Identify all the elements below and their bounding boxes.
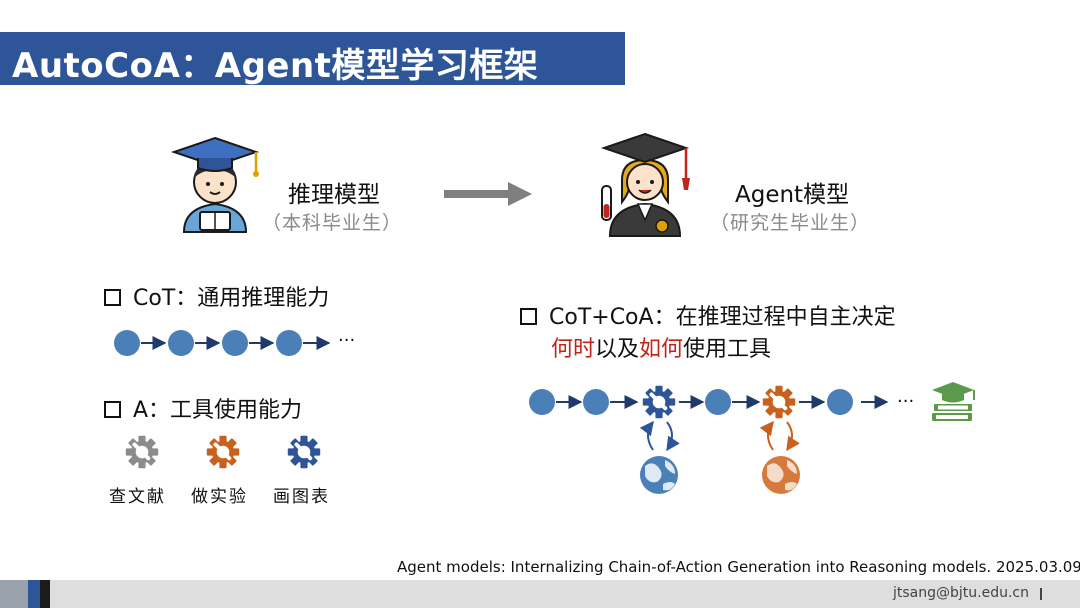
reasoning-model-subtitle: （本科毕业生） [262, 212, 403, 234]
footer-divider [1040, 588, 1042, 600]
cot-ellipsis: ··· [338, 330, 356, 351]
globe-icon [640, 456, 678, 494]
a-section-label: A：工具使用能力 [133, 398, 303, 423]
citation: Agent models: Internalizing Chain-of-Act… [397, 558, 1080, 576]
globe-icon [762, 456, 800, 494]
cot-section-label: CoT：通用推理能力 [133, 286, 330, 311]
cot-node [114, 330, 140, 356]
transition-arrow [444, 182, 532, 206]
coa-section-line1: CoT+CoA：在推理过程中自主决定 [549, 305, 896, 330]
coa-section-heading: CoT+CoA：在推理过程中自主决定 [520, 299, 896, 331]
coa-chain [529, 385, 889, 494]
title-bar [0, 32, 625, 85]
footer-email: jtsang@bjtu.edu.cn [893, 585, 1029, 601]
coa-ellipsis: ··· [897, 391, 915, 412]
checkbox-icon [104, 401, 121, 418]
footer-accent-dark [40, 580, 50, 608]
reasoning-model-label: 推理模型 [288, 182, 380, 208]
graduate-student-icon [600, 132, 690, 237]
gear-wrench-icon [762, 385, 796, 419]
coa-node [529, 389, 555, 415]
graduation-books-icon [932, 382, 975, 421]
cot-node [276, 330, 302, 356]
cot-node [168, 330, 194, 356]
cot-chain [114, 330, 331, 356]
gear-wrench-icon [642, 385, 676, 419]
tool-label-experiment: 做实验 [191, 487, 248, 507]
coa-line2-end: 使用工具 [683, 337, 772, 362]
gear-wrench-icon [206, 435, 240, 469]
coa-node [583, 389, 609, 415]
cot-node [222, 330, 248, 356]
coa-node [827, 389, 853, 415]
coa-line2-mid: 以及 [595, 337, 640, 362]
gear-wrench-icon [125, 435, 159, 469]
emphasis-when: 何时 [551, 337, 596, 362]
a-section-heading: A：工具使用能力 [104, 392, 302, 424]
tool-label-literature: 查文献 [109, 487, 166, 507]
coa-node [705, 389, 731, 415]
agent-model-label: Agent模型 [735, 182, 850, 208]
gear-wrench-icon [287, 435, 321, 469]
footer-accent-left [0, 580, 28, 608]
footer-bar [0, 580, 1080, 608]
cot-section-heading: CoT：通用推理能力 [104, 280, 329, 312]
coa-section-line2: 何时以及如何使用工具 [551, 331, 771, 363]
checkbox-icon [104, 289, 121, 306]
emphasis-how: 如何 [639, 337, 684, 362]
footer-accent-blue [28, 580, 40, 608]
tool-label-chart: 画图表 [273, 487, 330, 507]
slide-title: AutoCoA：Agent模型学习框架 [12, 46, 539, 86]
undergraduate-student-icon [170, 136, 260, 233]
agent-model-subtitle: （研究生毕业生） [710, 212, 871, 234]
checkbox-icon [520, 308, 537, 325]
